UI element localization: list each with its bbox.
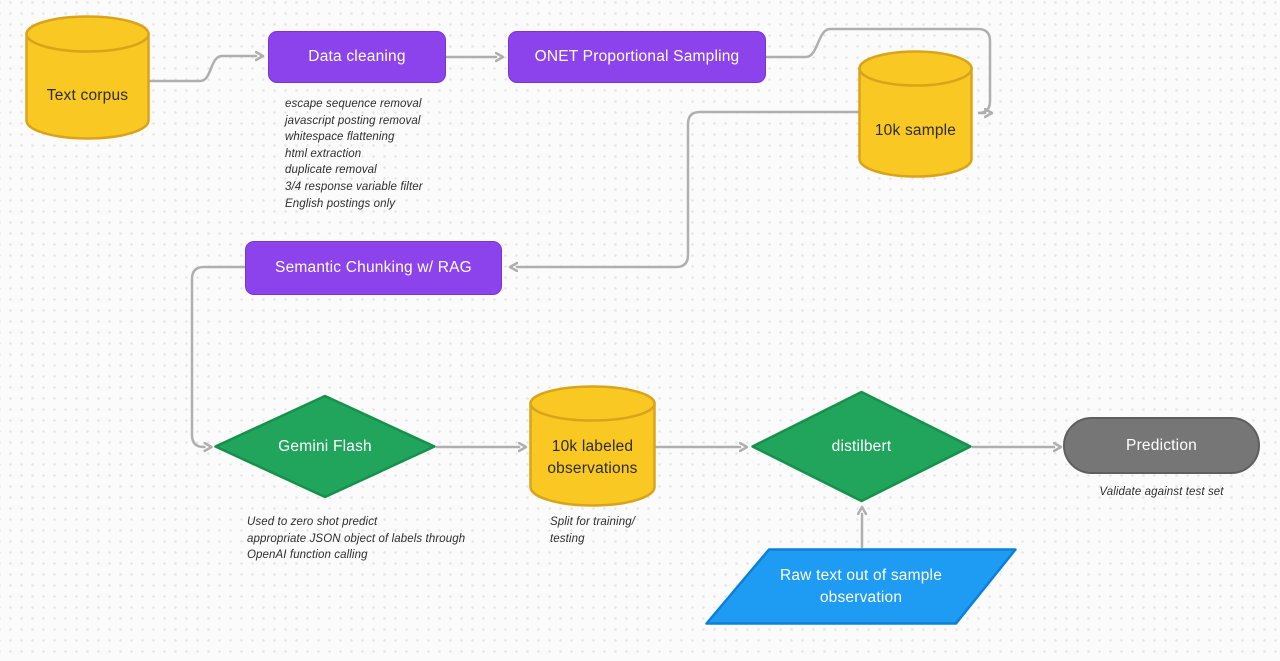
edge-10k-sample-to-semantic-chunking [517, 110, 860, 267]
note-line: Used to zero shot predict [247, 516, 378, 528]
node-gemini-flash[interactable]: Gemini Flash [213, 394, 437, 499]
node-10k-sample[interactable]: 10k sample [858, 50, 973, 178]
note-data-cleaning-steps: escape sequence removal javascript posti… [285, 96, 423, 212]
cylinder-shape [529, 385, 656, 507]
node-label: 10k labeled observations [547, 438, 638, 477]
cylinder-shape [858, 50, 973, 178]
note-line: 3/4 response variable filter [285, 180, 423, 193]
node-label: Text corpus [46, 86, 129, 104]
cylinder-shape [25, 15, 150, 140]
parallelogram-shape [705, 548, 1017, 625]
node-label: ONET Proportional Sampling [534, 48, 740, 65]
note-line: Validate against test set [1099, 486, 1224, 498]
note-line: whitespace flattening [285, 131, 395, 144]
node-label: 10k sample [874, 122, 957, 139]
diamond-shape [751, 390, 972, 503]
note-split-training: Split for training/ testing [550, 514, 635, 547]
node-label: Gemini Flash [278, 437, 372, 455]
node-10k-labeled-observations[interactable]: 10k labeled observations [529, 385, 656, 507]
node-data-cleaning[interactable]: Data cleaning [268, 31, 446, 83]
node-raw-text[interactable]: Raw text out of sample observation [705, 548, 1017, 625]
node-text-corpus[interactable]: Text corpus [25, 15, 150, 140]
node-semantic-chunking[interactable]: Semantic Chunking w/ RAG [245, 241, 502, 295]
note-line: testing [550, 532, 585, 545]
note-line: Split for training/ [550, 516, 635, 528]
node-prediction[interactable]: Prediction [1063, 417, 1260, 474]
note-line: escape sequence removal [285, 98, 422, 110]
edge-text-corpus-to-data-cleaning [148, 56, 256, 83]
node-label: Semantic Chunking w/ RAG [275, 259, 472, 276]
note-line: javascript posting removal [285, 114, 421, 127]
node-onet-sampling[interactable]: ONET Proportional Sampling [508, 31, 766, 83]
edge-onet-to-10k-sample [764, 27, 990, 113]
note-line: appropriate JSON object of labels throug… [247, 532, 466, 545]
node-distilbert[interactable]: distilbert [750, 390, 973, 503]
diamond-shape [214, 394, 436, 499]
edge-semantic-chunking-to-gemini-flash [190, 265, 247, 447]
node-label: Prediction [1126, 436, 1197, 454]
note-line: OpenAI function calling [247, 549, 368, 562]
note-prediction-validate: Validate against test set [1063, 484, 1260, 501]
node-label: distilbert [831, 437, 892, 455]
node-label: Data cleaning [308, 48, 406, 65]
note-line: duplicate removal [285, 164, 377, 177]
note-line: html extraction [285, 147, 362, 160]
node-label: Raw text out of sample observation [779, 566, 943, 606]
note-gemini-flash: Used to zero shot predict appropriate JS… [247, 514, 465, 564]
note-line: English postings only [285, 197, 396, 210]
